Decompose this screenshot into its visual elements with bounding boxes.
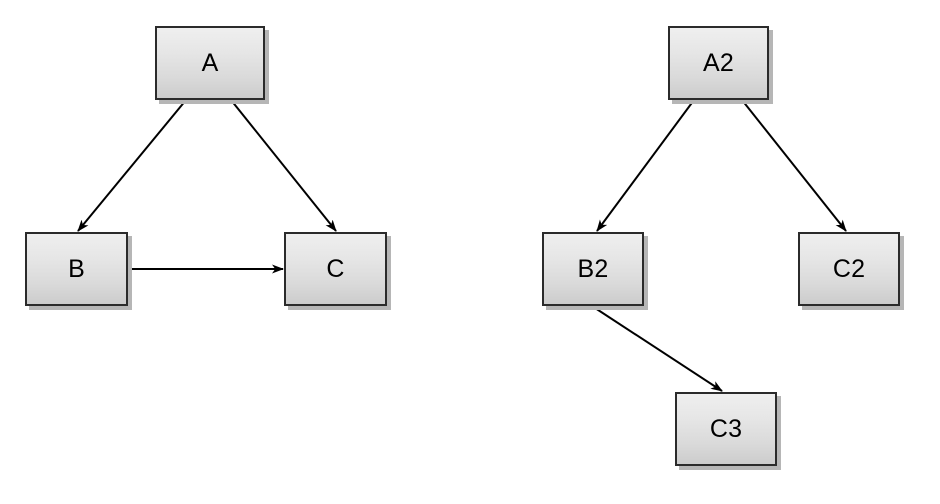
edge-b2-c3[interactable] (591, 305, 723, 392)
node-b[interactable]: B (25, 232, 128, 306)
node-a2[interactable]: A2 (668, 26, 769, 100)
node-c2[interactable]: C2 (798, 232, 900, 306)
edge-a2-b2[interactable] (596, 99, 695, 232)
edge-a-b[interactable] (77, 99, 187, 232)
node-label: C (326, 254, 345, 283)
node-c[interactable]: C (284, 232, 387, 306)
node-label: B2 (577, 254, 609, 283)
node-label: A2 (703, 48, 734, 77)
edge-a-c[interactable] (230, 99, 337, 232)
node-label: B (68, 254, 85, 283)
edge-a2-c2[interactable] (741, 99, 847, 232)
node-a[interactable]: A (155, 26, 265, 100)
node-c3[interactable]: C3 (675, 392, 777, 466)
node-label: A (201, 48, 219, 77)
node-label: C2 (832, 254, 866, 283)
edges-group (77, 99, 847, 392)
node-b2[interactable]: B2 (542, 232, 644, 306)
node-label: C3 (709, 414, 743, 443)
